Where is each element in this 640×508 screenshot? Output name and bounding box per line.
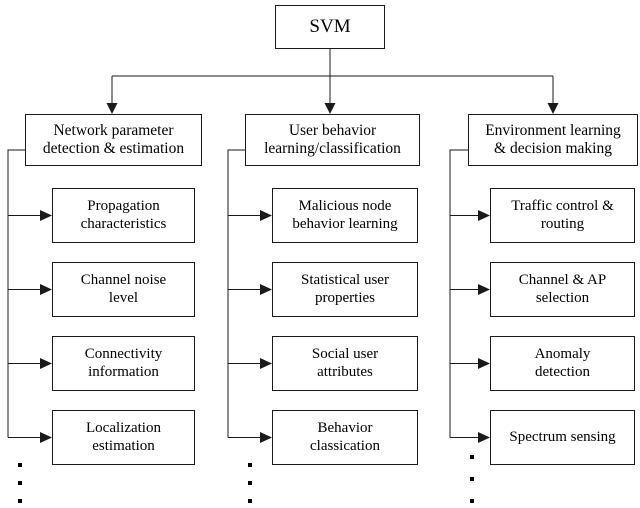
leaf-node-user-behavior-1: Malicious node behavior learning [272, 188, 418, 243]
category-header-user-behavior-label: User behavior learning/classification [264, 121, 401, 157]
leaf-node-environment-learning-3: Anomaly detection [490, 336, 635, 391]
branch-arrowhead-environment-learning-2 [478, 284, 490, 295]
leaf-node-user-behavior-4: Behavior classication [272, 410, 418, 465]
root-node-svm: SVM [275, 5, 385, 49]
branch-arrowhead-environment-learning-3 [478, 358, 490, 369]
column-spine-environment-learning [449, 149, 468, 438]
category-header-environment-learning: Environment learning & decision making [468, 114, 638, 166]
leaf-node-environment-learning-3-label: Anomaly detection [534, 345, 591, 380]
leaf-node-user-behavior-3-label: Social user attributes [311, 345, 379, 380]
leaf-node-network-parameter-2-label: Channel noise level [80, 271, 167, 306]
branch-arrowhead-network-parameter-2 [40, 284, 52, 295]
leaf-node-environment-learning-2-label: Channel & AP selection [518, 271, 607, 306]
branch-arrowhead-environment-learning-4 [478, 432, 490, 443]
leaf-node-network-parameter-3-label: Connectivity information [84, 345, 163, 380]
bus-arrowhead-1 [106, 103, 118, 114]
category-header-user-behavior: User behavior learning/classification [245, 114, 420, 166]
root-node-svm-label: SVM [309, 15, 351, 37]
branch-arrowhead-user-behavior-1 [260, 210, 272, 221]
leaf-node-environment-learning-4-label: Spectrum sensing [509, 428, 616, 445]
branch-arrowhead-user-behavior-3 [260, 358, 272, 369]
leaf-node-environment-learning-1-label: Traffic control & routing [511, 197, 614, 232]
leaf-node-network-parameter-1: Propagation characteristics [52, 188, 195, 243]
ellipsis-dot-user-behavior-1 [248, 463, 252, 467]
branch-arrowhead-environment-learning-1 [478, 210, 490, 221]
leaf-node-environment-learning-4: Spectrum sensing [490, 410, 635, 465]
leaf-node-environment-learning-1: Traffic control & routing [490, 188, 635, 243]
branch-arrowhead-network-parameter-4 [40, 432, 52, 443]
bus-arrowhead-3 [547, 103, 559, 114]
ellipsis-dot-user-behavior-3 [248, 499, 252, 503]
ellipsis-dot-environment-learning-3 [470, 499, 474, 503]
branch-arrowhead-network-parameter-1 [40, 210, 52, 221]
bus-arrowhead-2 [324, 103, 336, 114]
leaf-node-network-parameter-3: Connectivity information [52, 336, 195, 391]
category-header-network-parameter-label: Network parameter detection & estimation [42, 121, 185, 157]
category-header-network-parameter: Network parameter detection & estimation [25, 114, 202, 166]
leaf-node-user-behavior-4-label: Behavior classication [310, 419, 380, 454]
leaf-node-network-parameter-4-label: Localization estimation [86, 419, 161, 454]
ellipsis-dot-environment-learning-1 [470, 455, 474, 459]
leaf-node-network-parameter-4: Localization estimation [52, 410, 195, 465]
leaf-node-network-parameter-1-label: Propagation characteristics [80, 197, 167, 232]
ellipsis-dot-network-parameter-2 [18, 481, 22, 485]
ellipsis-dot-user-behavior-2 [248, 481, 252, 485]
branch-arrowhead-user-behavior-4 [260, 432, 272, 443]
leaf-node-user-behavior-3: Social user attributes [272, 336, 418, 391]
ellipsis-dot-network-parameter-1 [18, 463, 22, 467]
ellipsis-dot-environment-learning-2 [470, 477, 474, 481]
branch-arrowhead-network-parameter-3 [40, 358, 52, 369]
column-spine-user-behavior [227, 149, 245, 438]
leaf-node-network-parameter-2: Channel noise level [52, 262, 195, 317]
ellipsis-dot-network-parameter-3 [18, 499, 22, 503]
category-header-environment-learning-label: Environment learning & decision making [485, 121, 621, 157]
leaf-node-user-behavior-1-label: Malicious node behavior learning [292, 197, 398, 232]
leaf-node-environment-learning-2: Channel & AP selection [490, 262, 635, 317]
column-spine-network-parameter [7, 149, 25, 438]
leaf-node-user-behavior-2: Statistical user properties [272, 262, 418, 317]
branch-arrowhead-user-behavior-2 [260, 284, 272, 295]
leaf-node-user-behavior-2-label: Statistical user properties [301, 271, 389, 306]
